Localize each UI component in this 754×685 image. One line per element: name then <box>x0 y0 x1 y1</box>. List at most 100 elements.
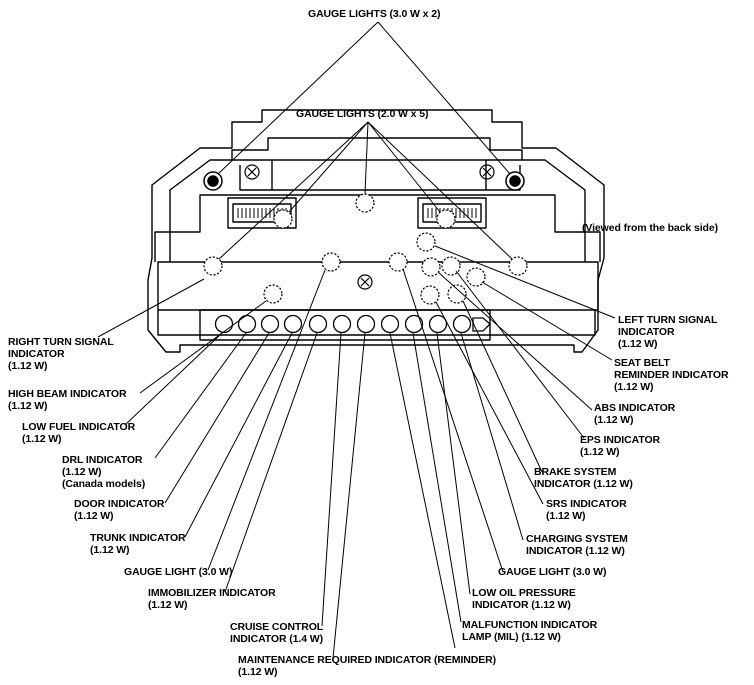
bottom-bulb-11 <box>452 314 472 334</box>
label-maintenance: MAINTENANCE REQUIRED INDICATOR (REMINDER… <box>238 654 496 678</box>
gauge-light-2w-right-b <box>508 256 528 276</box>
bulb-srs <box>420 285 440 305</box>
label-line: GAUGE LIGHT (3.0 W) <box>124 566 233 578</box>
label-line: (1.12 W) <box>614 381 654 393</box>
bulb-abs <box>421 257 441 277</box>
label-cruise: CRUISE CONTROL INDICATOR (1.4 W) <box>230 621 323 645</box>
label-line: INDICATOR <box>618 326 675 338</box>
label-line: CRUISE CONTROL <box>230 621 324 633</box>
label-line: (1.12 W) <box>618 338 658 350</box>
cluster-housing-outline <box>147 109 605 353</box>
label-line: MALFUNCTION INDICATOR <box>462 619 598 631</box>
label-line: BRAKE SYSTEM <box>534 466 617 478</box>
label-line: (1.12 W) <box>90 544 130 556</box>
label-line: (Canada models) <box>62 478 146 490</box>
bottom-bulb-9 <box>404 314 424 334</box>
label-line: MAINTENANCE REQUIRED INDICATOR (REMINDER… <box>238 654 497 666</box>
label-high-beam: HIGH BEAM INDICATOR (1.12 W) <box>8 388 127 412</box>
label-line: RIGHT TURN SIGNAL <box>8 336 114 348</box>
bottom-bulb-5 <box>308 314 328 334</box>
label-line: LEFT TURN SIGNAL <box>618 314 718 326</box>
label-line: (1.12 W) <box>148 599 188 611</box>
label-abs: ABS INDICATOR (1.12 W) <box>594 402 675 426</box>
label-line: CHARGING SYSTEM <box>526 533 628 545</box>
left-connector <box>227 197 297 229</box>
label-line: LOW FUEL INDICATOR <box>22 421 136 433</box>
label-line: (1.12 W) <box>74 510 114 522</box>
label-line: IMMOBILIZER INDICATOR <box>148 587 276 599</box>
label-line: (1.12 W) <box>62 466 102 478</box>
bulb-eps <box>441 256 461 276</box>
bulb-brake <box>447 284 467 304</box>
cluster-back-panel <box>154 194 601 262</box>
screw-icon <box>244 164 260 180</box>
bottom-bulb-4 <box>283 314 303 334</box>
bottom-bulb-6 <box>332 314 352 334</box>
label-brake: BRAKE SYSTEM INDICATOR (1.12 W) <box>534 466 633 490</box>
bottom-bulb-10 <box>428 314 448 334</box>
label-line: DRL INDICATOR <box>62 454 143 466</box>
label-viewed-from: (Viewed from the back side) <box>582 222 718 234</box>
label-low-fuel: LOW FUEL INDICATOR (1.12 W) <box>22 421 135 445</box>
bottom-bulb-1 <box>214 314 234 334</box>
screw-icon <box>479 164 495 180</box>
bulb-left-turn <box>416 232 436 252</box>
label-line: (1.12 W) <box>8 360 48 372</box>
label-line: INDICATOR (1.12 W) <box>526 545 625 557</box>
bottom-bulb-3 <box>260 314 280 334</box>
label-line: (1.12 W) <box>238 666 278 678</box>
label-trunk: TRUNK INDICATOR (1.12 W) <box>90 532 186 556</box>
gauge-light-2w-left-b <box>203 256 223 276</box>
screw-icon <box>357 274 373 290</box>
gauge-light-2w-left-a <box>273 209 293 229</box>
label-line: EPS INDICATOR <box>580 434 660 446</box>
label-line: TRUNK INDICATOR <box>90 532 186 544</box>
label-line: DOOR INDICATOR <box>74 498 165 510</box>
cluster-top-face <box>231 137 523 160</box>
label-drl: DRL INDICATOR (1.12 W) (Canada models) <box>62 454 145 490</box>
label-line: REMINDER INDICATOR <box>614 369 729 381</box>
label-line: ABS INDICATOR <box>594 402 676 414</box>
label-gauge-light-left: GAUGE LIGHT (3.0 W) <box>124 566 232 578</box>
label-left-turn: LEFT TURN SIGNAL INDICATOR (1.12 W) <box>618 314 717 350</box>
label-line: INDICATOR (1.4 W) <box>230 633 323 645</box>
label-line: SRS INDICATOR <box>546 498 627 510</box>
gauge-light-2w-center <box>355 193 375 213</box>
label-right-turn: RIGHT TURN SIGNAL INDICATOR (1.12 W) <box>8 336 114 372</box>
label-line: SEAT BELT <box>614 357 670 369</box>
label-seat-belt: SEAT BELT REMINDER INDICATOR (1.12 W) <box>614 357 729 393</box>
label-immobilizer: IMMOBILIZER INDICATOR (1.12 W) <box>148 587 276 611</box>
label-line: (1.12 W) <box>8 400 48 412</box>
bottom-bulb-8 <box>380 314 400 334</box>
label-gauge-lights-3w: GAUGE LIGHTS (3.0 W x 2) <box>308 8 441 20</box>
label-line: INDICATOR (1.12 W) <box>534 478 633 490</box>
label-line: HIGH BEAM INDICATOR <box>8 388 127 400</box>
gauge-light-2w-right-a <box>436 209 456 229</box>
bottom-bulb-2 <box>237 314 257 334</box>
label-gauge-light-right: GAUGE LIGHT (3.0 W) <box>498 566 606 578</box>
bulb-immobilizer <box>321 252 341 272</box>
label-gauge-lights-2w: GAUGE LIGHTS (2.0 W x 5) <box>296 108 429 120</box>
right-connector <box>417 197 487 229</box>
label-line: LOW OIL PRESSURE <box>472 587 576 599</box>
label-eps: EPS INDICATOR (1.12 W) <box>580 434 660 458</box>
bulb-low-oil <box>388 252 408 272</box>
bulb-seat-belt <box>466 267 486 287</box>
label-line: GAUGE LIGHT (3.0 W) <box>498 566 607 578</box>
label-line: (1.12 W) <box>594 414 634 426</box>
label-door: DOOR INDICATOR (1.12 W) <box>74 498 164 522</box>
label-line: (1.12 W) <box>580 446 620 458</box>
label-line: INDICATOR (1.12 W) <box>472 599 571 611</box>
label-line: LAMP (MIL) (1.12 W) <box>462 631 561 643</box>
bulb-right-turn <box>263 284 283 304</box>
label-srs: SRS INDICATOR (1.12 W) <box>546 498 627 522</box>
bottom-bulb-7 <box>356 314 376 334</box>
label-line: (1.12 W) <box>546 510 586 522</box>
label-charging: CHARGING SYSTEM INDICATOR (1.12 W) <box>526 533 628 557</box>
label-low-oil: LOW OIL PRESSURE INDICATOR (1.12 W) <box>472 587 576 611</box>
label-line: (1.12 W) <box>22 433 62 445</box>
cluster-inner-outline <box>169 159 586 262</box>
label-line: INDICATOR <box>8 348 65 360</box>
label-mil: MALFUNCTION INDICATOR LAMP (MIL) (1.12 W… <box>462 619 597 643</box>
